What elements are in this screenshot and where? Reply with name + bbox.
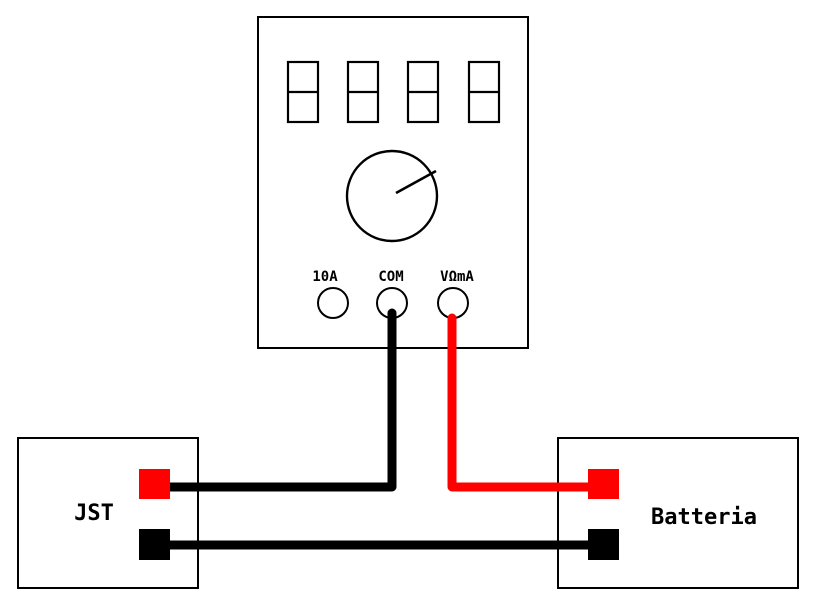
display-digit-2 (346, 60, 380, 124)
jst-label: JST (74, 501, 114, 526)
selector-pointer (395, 169, 437, 195)
battery: Batteria (557, 437, 799, 589)
display-digit-1 (286, 60, 320, 124)
jst-box (17, 437, 199, 589)
jack-label-vohm: VΩmA (440, 269, 474, 285)
battery-label: Batteria (651, 505, 757, 530)
jack-label-10a: 10A (312, 269, 338, 285)
battery-positive-terminal[interactable] (588, 469, 619, 499)
com-wire (152, 308, 397, 492)
jst-negative-terminal[interactable] (139, 529, 170, 560)
positive-probe-wire (447, 313, 609, 492)
multimeter: 10A COM VΩmA (257, 16, 529, 349)
selector-knob[interactable] (345, 149, 439, 243)
selector-dial[interactable] (345, 149, 439, 243)
battery-negative-terminal[interactable] (588, 529, 619, 560)
display-digit-4 (467, 60, 501, 124)
jack-label-com: COM (378, 269, 403, 285)
display-digit-3 (406, 60, 440, 124)
jack-10a[interactable] (317, 287, 349, 319)
jst-positive-terminal[interactable] (139, 469, 170, 499)
multimeter-display (286, 60, 501, 124)
battery-box (557, 437, 799, 589)
jst-connector: JST (17, 437, 199, 589)
jack-vohm[interactable] (437, 287, 469, 319)
